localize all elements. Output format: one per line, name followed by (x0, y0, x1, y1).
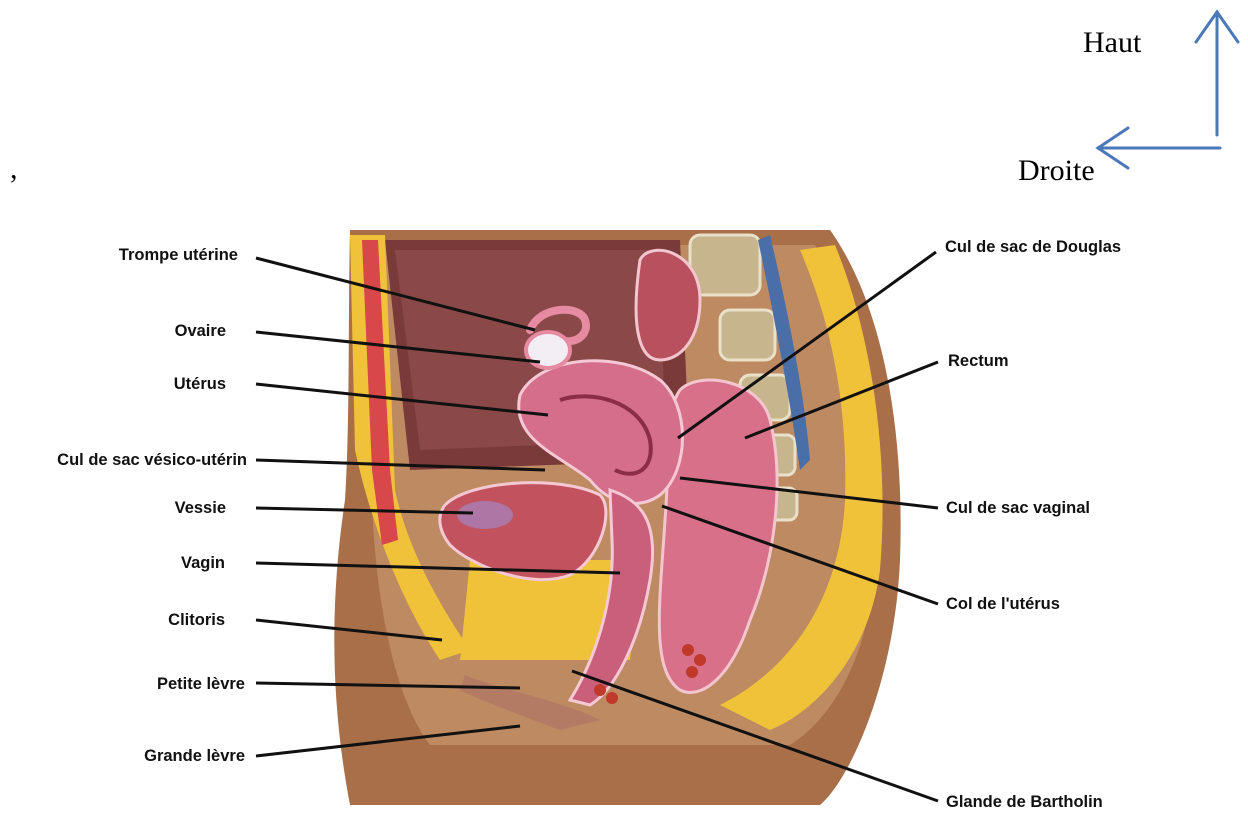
label-uterus: Utérus (174, 375, 226, 393)
pelvis-illustration (334, 230, 900, 805)
label-trompe-uterine: Trompe utérine (119, 246, 238, 264)
label-vessie: Vessie (175, 499, 226, 517)
label-clitoris: Clitoris (168, 611, 225, 629)
label-col-de-l-uterus: Col de l'utérus (946, 595, 1060, 613)
label-glande-de-bartholin: Glande de Bartholin (946, 793, 1103, 811)
orientation-arrows-icon (1098, 12, 1238, 168)
label-grande-levre: Grande lèvre (144, 747, 245, 765)
label-vagin: Vagin (181, 554, 225, 572)
label-ovaire: Ovaire (175, 322, 226, 340)
label-cul-de-sac-vesico-uterin: Cul de sac vésico-utérin (57, 451, 247, 469)
label-cul-de-sac-vaginal: Cul de sac vaginal (946, 499, 1090, 517)
label-rectum: Rectum (948, 352, 1009, 370)
label-petite-levre: Petite lèvre (157, 675, 245, 693)
label-cul-de-sac-de-douglas: Cul de sac de Douglas (945, 238, 1121, 256)
